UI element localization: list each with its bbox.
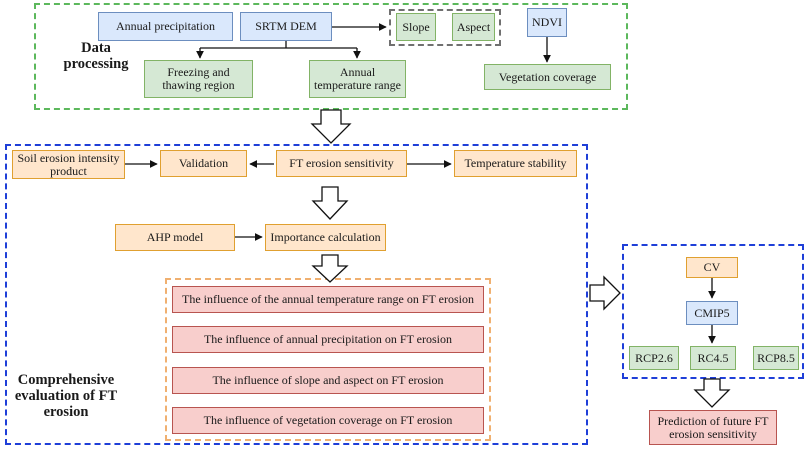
ndvi-node: NDVI — [527, 8, 567, 37]
data-processing-label: Data processing — [63, 40, 129, 72]
annual-precipitation-node: Annual precipitation — [98, 12, 233, 41]
influence-slope-node: The influence of slope and aspect on FT … — [172, 367, 484, 394]
srtm-dem-node: SRTM DEM — [240, 12, 332, 41]
influence-vegetation-node: The influence of vegetation coverage on … — [172, 407, 484, 434]
influence-precipitation-node: The influence of annual precipitation on… — [172, 326, 484, 353]
importance-calculation-node: Importance calculation — [265, 224, 386, 251]
prediction-frame — [622, 244, 804, 379]
ahp-model-node: AHP model — [115, 224, 235, 251]
data-processing-frame — [34, 3, 628, 110]
rcp85-node: RCP8.5 — [753, 346, 799, 370]
validation-node: Validation — [160, 150, 247, 177]
annual-temperature-range-node: Annual temperature range — [309, 60, 406, 98]
slope-aspect-group — [389, 9, 501, 46]
prediction-node: Prediction of future FT erosion sensitiv… — [649, 410, 777, 445]
ft-erosion-sensitivity-node: FT erosion sensitivity — [276, 150, 407, 177]
rcp26-node: RCP2.6 — [629, 346, 679, 370]
cv-node: CV — [686, 257, 738, 278]
vegetation-coverage-node: Vegetation coverage — [484, 64, 611, 90]
evaluation-frame — [5, 144, 588, 445]
slope-node: Slope — [396, 13, 436, 41]
aspect-node: Aspect — [452, 13, 495, 41]
soil-erosion-product-node: Soil erosion intensity product — [12, 150, 125, 179]
cmip5-node: CMIP5 — [686, 301, 738, 325]
rcp45-node: RC4.5 — [690, 346, 736, 370]
influence-temperature-node: The influence of the annual temperature … — [172, 286, 484, 313]
temperature-stability-node: Temperature stability — [454, 150, 577, 177]
freezing-thawing-node: Freezing and thawing region — [144, 60, 253, 98]
comprehensive-evaluation-label: Comprehensive evaluation of FT erosion — [14, 372, 118, 420]
